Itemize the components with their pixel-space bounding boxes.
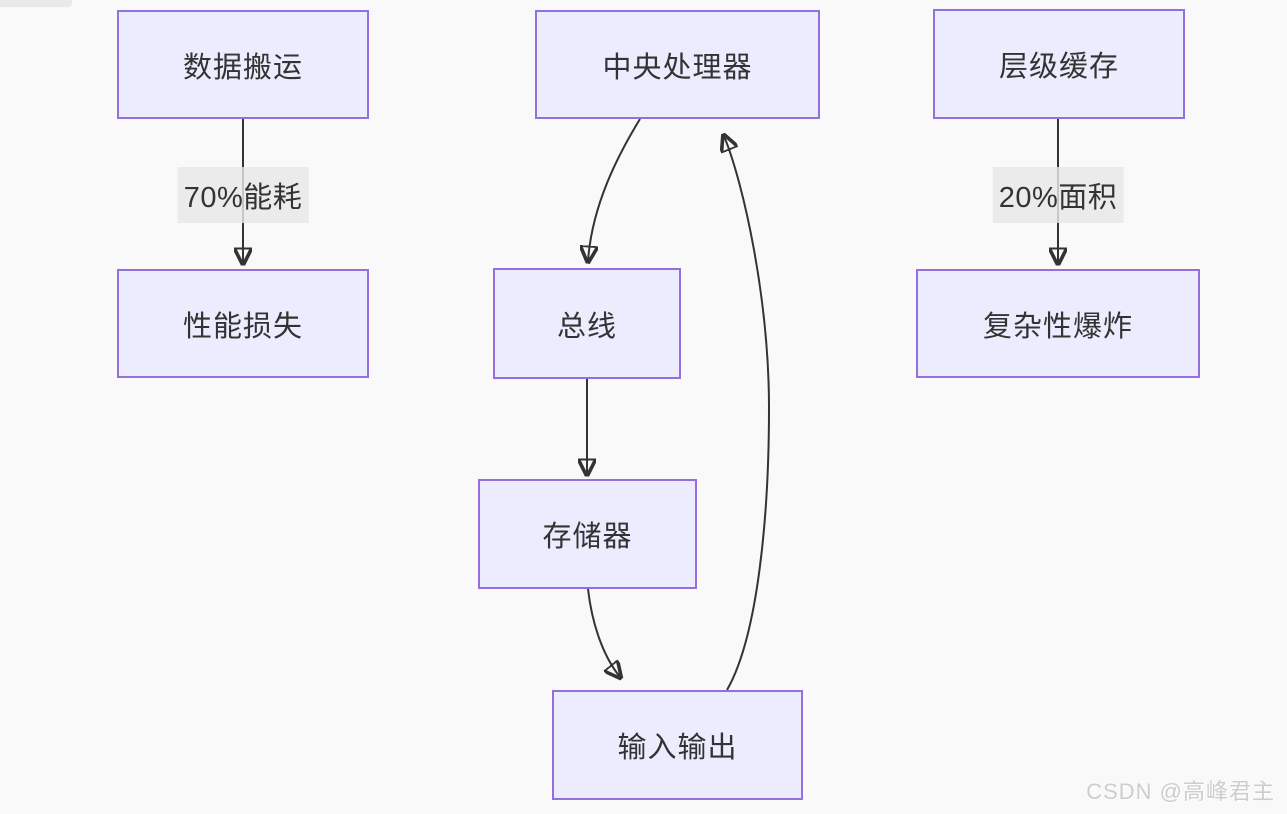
node-memory-label: 存储器 — [542, 521, 633, 553]
node-complexity: 复杂性爆炸 — [916, 269, 1200, 378]
edge-memory-to-io — [587, 588, 620, 677]
node-perf-loss: 性能损失 — [117, 269, 369, 378]
edge-io-to-cpu — [724, 136, 771, 691]
node-bus: 总线 — [493, 268, 681, 379]
edge-label-energy: 70%能耗 — [177, 167, 309, 223]
node-cpu-label: 中央处理器 — [602, 51, 753, 84]
node-cache-label: 层级缓存 — [998, 51, 1119, 83]
node-cache: 层级缓存 — [933, 9, 1185, 119]
edge-label-area: 20%面积 — [992, 167, 1124, 223]
node-memory: 存储器 — [478, 479, 697, 589]
corner-artifact — [0, 0, 72, 7]
node-complexity-label: 复杂性爆炸 — [982, 310, 1133, 343]
node-cpu: 中央处理器 — [535, 10, 820, 119]
node-bus-label: 总线 — [556, 310, 617, 343]
node-data-move-label: 数据搬运 — [182, 51, 303, 84]
node-perf-loss-label: 性能损失 — [182, 310, 303, 343]
node-io: 输入输出 — [552, 690, 803, 800]
node-data-move: 数据搬运 — [117, 10, 369, 119]
watermark: CSDN @高峰君主 — [1086, 779, 1275, 804]
node-io-label: 输入输出 — [617, 732, 738, 764]
edge-cpu-to-bus — [588, 118, 641, 261]
